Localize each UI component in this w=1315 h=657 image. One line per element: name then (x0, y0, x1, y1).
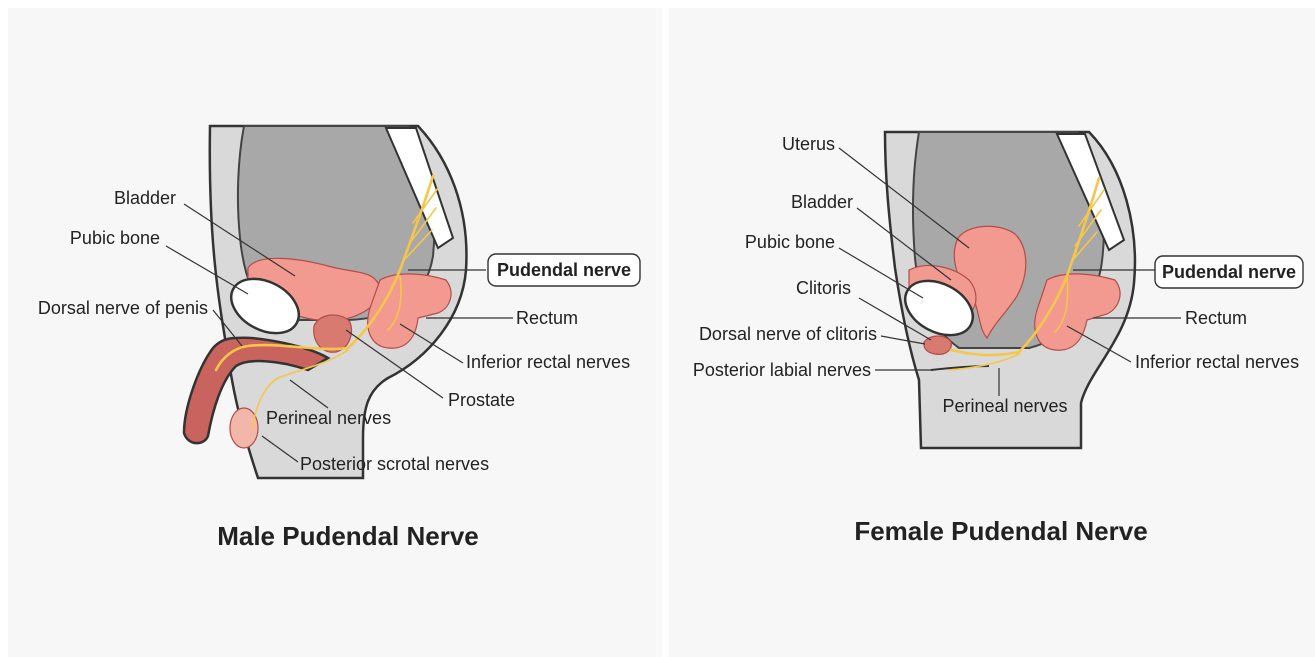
female-bladder-label: Bladder (791, 192, 853, 212)
male-testis (230, 408, 258, 448)
male-perineal-label: Perineal nerves (266, 408, 391, 428)
male-panel: Bladder Pubic bone Dorsal nerve of penis… (8, 8, 662, 657)
female-labial-label: Posterior labial nerves (693, 360, 871, 380)
female-pudendal-nerve-label: Pudendal nerve (1162, 262, 1296, 282)
male-dorsal-nerve-label: Dorsal nerve of penis (38, 298, 208, 318)
female-clitoris-label: Clitoris (796, 278, 851, 298)
male-scrotal-label: Posterior scrotal nerves (300, 454, 489, 474)
female-title: Female Pudendal Nerve (854, 516, 1147, 546)
female-inferior-rectal-label: Inferior rectal nerves (1135, 352, 1299, 372)
male-diagram: Bladder Pubic bone Dorsal nerve of penis… (8, 8, 662, 657)
female-perineal-label: Perineal nerves (942, 396, 1067, 416)
male-prostate (314, 315, 352, 352)
female-rectum-label: Rectum (1185, 308, 1247, 328)
female-panel: Uterus Bladder Pubic bone Clitoris Dorsa… (669, 8, 1315, 657)
male-pudendal-nerve-label: Pudendal nerve (497, 260, 631, 280)
female-uterus-label: Uterus (782, 134, 835, 154)
male-prostate-label: Prostate (448, 390, 515, 410)
male-rectum-label: Rectum (516, 308, 578, 328)
male-inferior-rectal-label: Inferior rectal nerves (466, 352, 630, 372)
male-title: Male Pudendal Nerve (217, 521, 479, 551)
female-dorsal-nerve-label: Dorsal nerve of clitoris (699, 324, 877, 344)
female-pubic-bone-label: Pubic bone (745, 232, 835, 252)
female-diagram: Uterus Bladder Pubic bone Clitoris Dorsa… (669, 8, 1315, 657)
male-pubic-bone-label: Pubic bone (70, 228, 160, 248)
male-bladder-label: Bladder (114, 188, 176, 208)
